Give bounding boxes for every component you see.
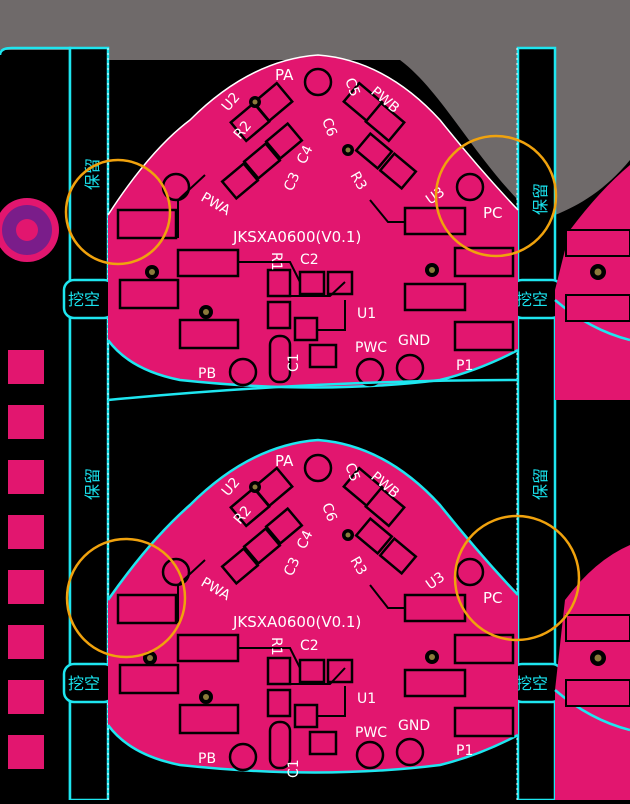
label-u1: U1 xyxy=(357,306,376,322)
hollow-tab-right-top[interactable]: 挖空 xyxy=(510,278,564,320)
board-top-testpoints xyxy=(161,67,485,387)
board-top[interactable]: PA PWB C5 C6 U2 R2 C4 C3 R3 U3 PWA PC JK… xyxy=(106,54,519,389)
svg-text:挖空: 挖空 xyxy=(516,290,548,309)
board-top-vias xyxy=(145,96,439,319)
neighbor-outline-top xyxy=(554,299,630,342)
board-bottom-edge xyxy=(106,438,519,601)
mounting-hole-center xyxy=(16,219,38,241)
label-pb: PB xyxy=(198,366,216,382)
label-c1-b: C1 xyxy=(286,759,302,778)
board-bottom[interactable]: PA PWB C5 C6 U2 R2 C4 C3 R3 U3 PWA PC JK… xyxy=(106,378,519,778)
board-top-edge xyxy=(107,54,519,216)
neighbor-board-top xyxy=(555,165,630,400)
label-c6: C6 xyxy=(318,116,339,139)
edge-pads xyxy=(8,350,44,769)
rail-label-reserve-right-top: 保留 xyxy=(531,183,550,215)
board-bottom-vias xyxy=(143,481,439,704)
board-bottom-traces xyxy=(177,559,405,717)
label-r1-b: R1 xyxy=(268,637,284,656)
board-bottom-testpoints xyxy=(161,453,485,772)
label-c3: C3 xyxy=(281,170,303,194)
label-u1-b: U1 xyxy=(357,691,376,707)
panel-top-area xyxy=(0,0,630,50)
hollow-tab-left-top[interactable]: 挖空 xyxy=(62,278,116,320)
label-c4: C4 xyxy=(294,143,316,167)
neighbor-pads xyxy=(565,229,630,707)
label-pwc: PWC xyxy=(355,340,387,356)
highlight-circle-right-top xyxy=(434,134,558,258)
hollow-tab-right-bottom[interactable]: 挖空 xyxy=(510,662,564,704)
label-gnd-b: GND xyxy=(398,718,430,734)
label-c5: C5 xyxy=(341,76,362,99)
board-top-pads xyxy=(116,81,515,384)
board-separator xyxy=(107,378,519,402)
label-p1-b: P1 xyxy=(456,743,473,759)
rail-label-reserve-right-bottom: 保留 xyxy=(531,468,550,500)
highlight-circle-right-bottom xyxy=(453,514,581,642)
highlight-circle-left-top xyxy=(64,158,172,266)
label-c2: C2 xyxy=(300,252,319,268)
panel-gray-region xyxy=(108,50,518,200)
svg-text:挖空: 挖空 xyxy=(68,290,100,309)
label-pwc-b: PWC xyxy=(355,725,387,741)
board-bottom-id: JKSXA0600(V0.1) xyxy=(232,613,361,631)
label-c2-b: C2 xyxy=(300,638,319,654)
label-p1: P1 xyxy=(456,358,473,374)
label-pa-b: PA xyxy=(275,452,294,470)
label-c3-b: C3 xyxy=(281,555,303,579)
board-top-traces xyxy=(177,174,405,331)
label-c5-b: C5 xyxy=(341,461,362,484)
label-pb-b: PB xyxy=(198,751,216,767)
label-pc-b: PC xyxy=(483,589,503,607)
outline-left xyxy=(0,46,72,800)
neighbor-outline-bottom xyxy=(554,689,630,732)
label-c6-b: C6 xyxy=(318,501,339,524)
label-c1: C1 xyxy=(286,353,302,372)
board-top-outline xyxy=(106,339,519,389)
board-bottom-outline xyxy=(106,724,519,774)
label-r1: R1 xyxy=(268,252,284,271)
rail-label-reserve-left-top: 保留 xyxy=(83,158,102,190)
highlight-circle-left-bottom xyxy=(65,537,187,659)
svg-text:挖空: 挖空 xyxy=(516,674,548,693)
board-top-id: JKSXA0600(V0.1) xyxy=(232,228,361,246)
svg-text:挖空: 挖空 xyxy=(68,674,100,693)
label-gnd: GND xyxy=(398,333,430,349)
neighbor-board-bottom xyxy=(555,545,630,800)
label-c4-b: C4 xyxy=(294,528,316,552)
panel-gray-region-right xyxy=(555,50,630,215)
rail-label-reserve-left-bottom: 保留 xyxy=(83,468,102,500)
label-pa: PA xyxy=(275,66,294,84)
label-pc: PC xyxy=(483,204,503,222)
hollow-tab-left-bottom[interactable]: 挖空 xyxy=(62,662,116,704)
